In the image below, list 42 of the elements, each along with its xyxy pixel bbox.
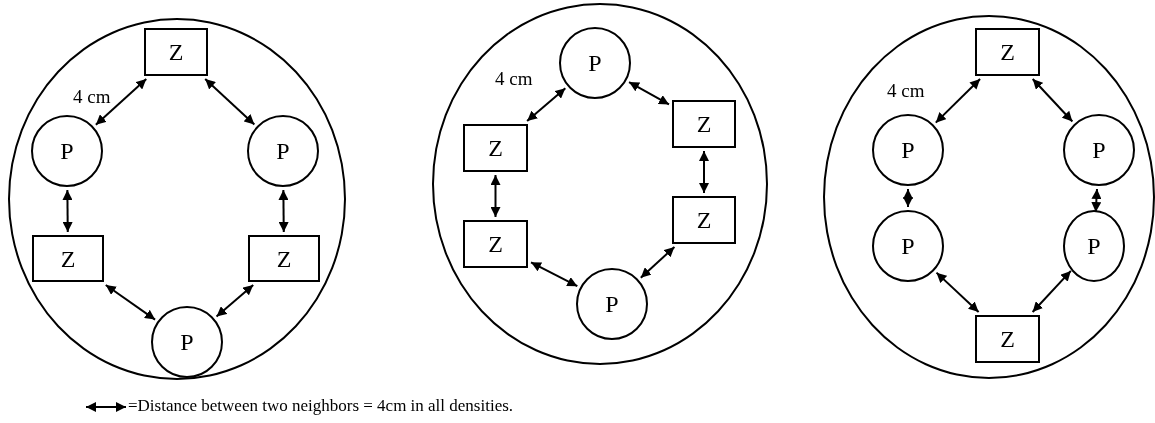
double-arrow [1031, 269, 1072, 313]
plant-circle: P [872, 114, 944, 186]
double-arrow [699, 150, 709, 194]
plant-circle: P [872, 210, 944, 282]
distance-label: 4 cm [73, 86, 111, 108]
plant-circle: P [1063, 114, 1135, 186]
plant-box: Z [975, 315, 1040, 363]
plant-circle: P [31, 115, 103, 187]
double-arrow [1031, 78, 1074, 123]
double-arrow [215, 284, 255, 318]
double-arrow [526, 87, 567, 122]
double-arrow [94, 78, 148, 126]
dish-outline [8, 18, 346, 380]
plant-box: Z [975, 28, 1040, 76]
plant-box: Z [672, 196, 736, 244]
plant-circle: P [247, 115, 319, 187]
double-arrow [935, 271, 980, 313]
double-arrow [278, 189, 289, 233]
plant-circle: P [576, 268, 648, 340]
double-arrow [934, 78, 982, 124]
distance-label: 4 cm [495, 68, 533, 90]
plant-box: Z [144, 28, 208, 76]
plant-circle: P [559, 27, 631, 99]
legend-text: =Distance between two neighbors = 4cm in all densities. [128, 396, 514, 416]
double-arrow [628, 81, 670, 106]
plant-box: Z [463, 220, 528, 268]
double-arrow [490, 174, 501, 218]
double-arrow [62, 189, 73, 233]
plant-box: Z [463, 124, 528, 172]
double-arrow [903, 188, 913, 208]
double-arrow [530, 261, 579, 288]
dish-outline [432, 3, 768, 365]
plant-box: Z [672, 100, 736, 148]
plant-circle: P [1063, 210, 1125, 282]
plant-box: Z [248, 235, 320, 282]
dish-outline [823, 15, 1155, 379]
double-arrow [104, 284, 157, 321]
plant-box: Z [32, 235, 104, 282]
double-arrow [639, 246, 676, 279]
double-arrow [204, 78, 256, 126]
plant-circle: P [151, 306, 223, 378]
distance-label: 4 cm [887, 80, 925, 102]
